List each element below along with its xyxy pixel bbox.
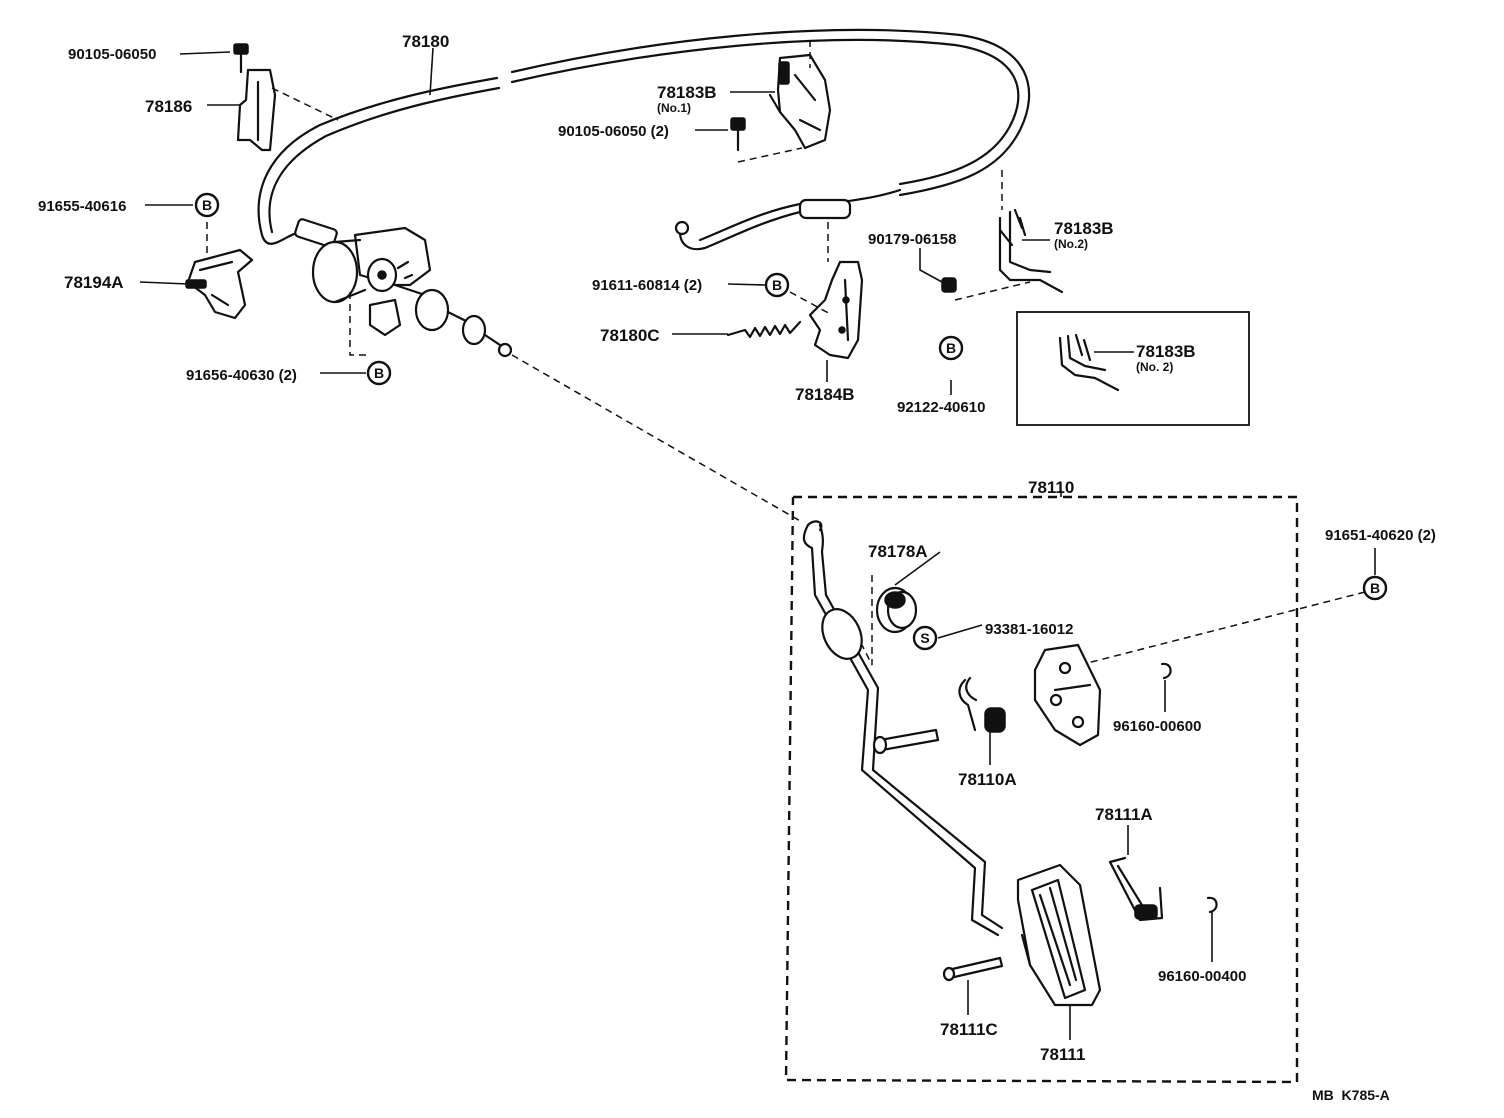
bracket-78184B xyxy=(808,260,864,360)
badge-b-92122: B xyxy=(938,335,964,361)
pedal-arm xyxy=(802,520,1004,937)
clip-96160-00400 xyxy=(1206,896,1218,914)
pedal-pad-78111 xyxy=(1016,863,1102,1007)
accelerator-cable xyxy=(257,28,1031,251)
leader-lines-lower xyxy=(894,548,1376,1040)
pedal-assembly-box xyxy=(784,490,1299,1084)
label-78183B-no2: 78183B xyxy=(1054,219,1114,238)
label-78184B: 78184B xyxy=(795,385,855,404)
label-78111A: 78111A xyxy=(1095,805,1153,824)
svg-text:B: B xyxy=(374,365,384,381)
label-96160-00400: 96160-00400 xyxy=(1158,968,1246,985)
throttle-linkage xyxy=(311,226,513,358)
badge-b-91656: B xyxy=(366,360,392,386)
bracket-78194A xyxy=(185,248,254,320)
inset-box xyxy=(1016,311,1250,426)
label-78180: 78180 xyxy=(402,32,449,51)
label-78183B-inset-sub: (No. 2) xyxy=(1136,360,1173,374)
label-78183B-no2-sub: (No.2) xyxy=(1054,237,1088,251)
bolt-90105-2 xyxy=(730,117,746,152)
badge-b-91655: B xyxy=(194,192,220,218)
leader-lines-labels xyxy=(139,47,1134,395)
bracket-78186 xyxy=(236,68,277,152)
label-78186: 78186 xyxy=(145,97,192,116)
badge-s-93381: S xyxy=(912,625,938,651)
label-78111C: 78111C xyxy=(940,1020,998,1039)
label-78178A: 78178A xyxy=(868,542,928,561)
label-78111: 78111 xyxy=(1040,1045,1085,1064)
badge-b-91651: B xyxy=(1362,575,1388,601)
label-93381-16012: 93381-16012 xyxy=(985,621,1073,638)
label-78183B-no1: 78183B xyxy=(657,83,717,102)
spring-78110A xyxy=(958,676,1006,733)
label-91651-40620: 91651-40620 (2) xyxy=(1325,527,1436,544)
label-91655-40616: 91655-40616 xyxy=(38,198,126,215)
label-96160-00600: 96160-00600 xyxy=(1113,718,1201,735)
label-78194A: 78194A xyxy=(64,273,124,292)
bracket-78183B-no1 xyxy=(768,53,832,150)
bolt-90105-top xyxy=(233,43,249,74)
spring-78111A xyxy=(1108,856,1164,922)
spring-78180C xyxy=(726,320,802,339)
label-90105-06050-top: 90105-06050 xyxy=(68,46,156,63)
pedal-bracket xyxy=(1033,643,1102,747)
nut-90179 xyxy=(941,277,957,293)
pedal-shaft xyxy=(872,728,940,755)
label-78183B-inset: 78183B xyxy=(1136,342,1196,361)
label-78183B-no1-sub: (No.1) xyxy=(657,101,691,115)
svg-text:B: B xyxy=(202,197,212,213)
svg-text:B: B xyxy=(772,277,782,293)
label-78110: 78110 xyxy=(1028,478,1074,497)
bushing-78178A xyxy=(875,586,918,634)
label-90105-06050-2: 90105-06050 (2) xyxy=(558,123,669,140)
label-91611-60814: 91611-60814 (2) xyxy=(592,277,702,294)
label-90179-06158: 90179-06158 xyxy=(868,231,956,248)
label-91656-40630: 91656-40630 (2) xyxy=(186,367,297,384)
label-78180C: 78180C xyxy=(600,326,660,345)
diagram-code: MB K785-A xyxy=(1312,1087,1390,1103)
label-92122-40610: 92122-40610 xyxy=(897,399,985,416)
label-78110A: 78110A xyxy=(958,770,1017,789)
leader-lines-upper xyxy=(206,40,1366,669)
svg-text:S: S xyxy=(920,630,929,646)
badge-b-91611: B xyxy=(764,272,790,298)
svg-text:B: B xyxy=(1370,580,1380,596)
clip-96160-00600 xyxy=(1160,662,1172,680)
svg-text:B: B xyxy=(946,340,956,356)
pin-78111C xyxy=(942,956,1004,982)
bracket-78183B-no2 xyxy=(998,208,1064,294)
